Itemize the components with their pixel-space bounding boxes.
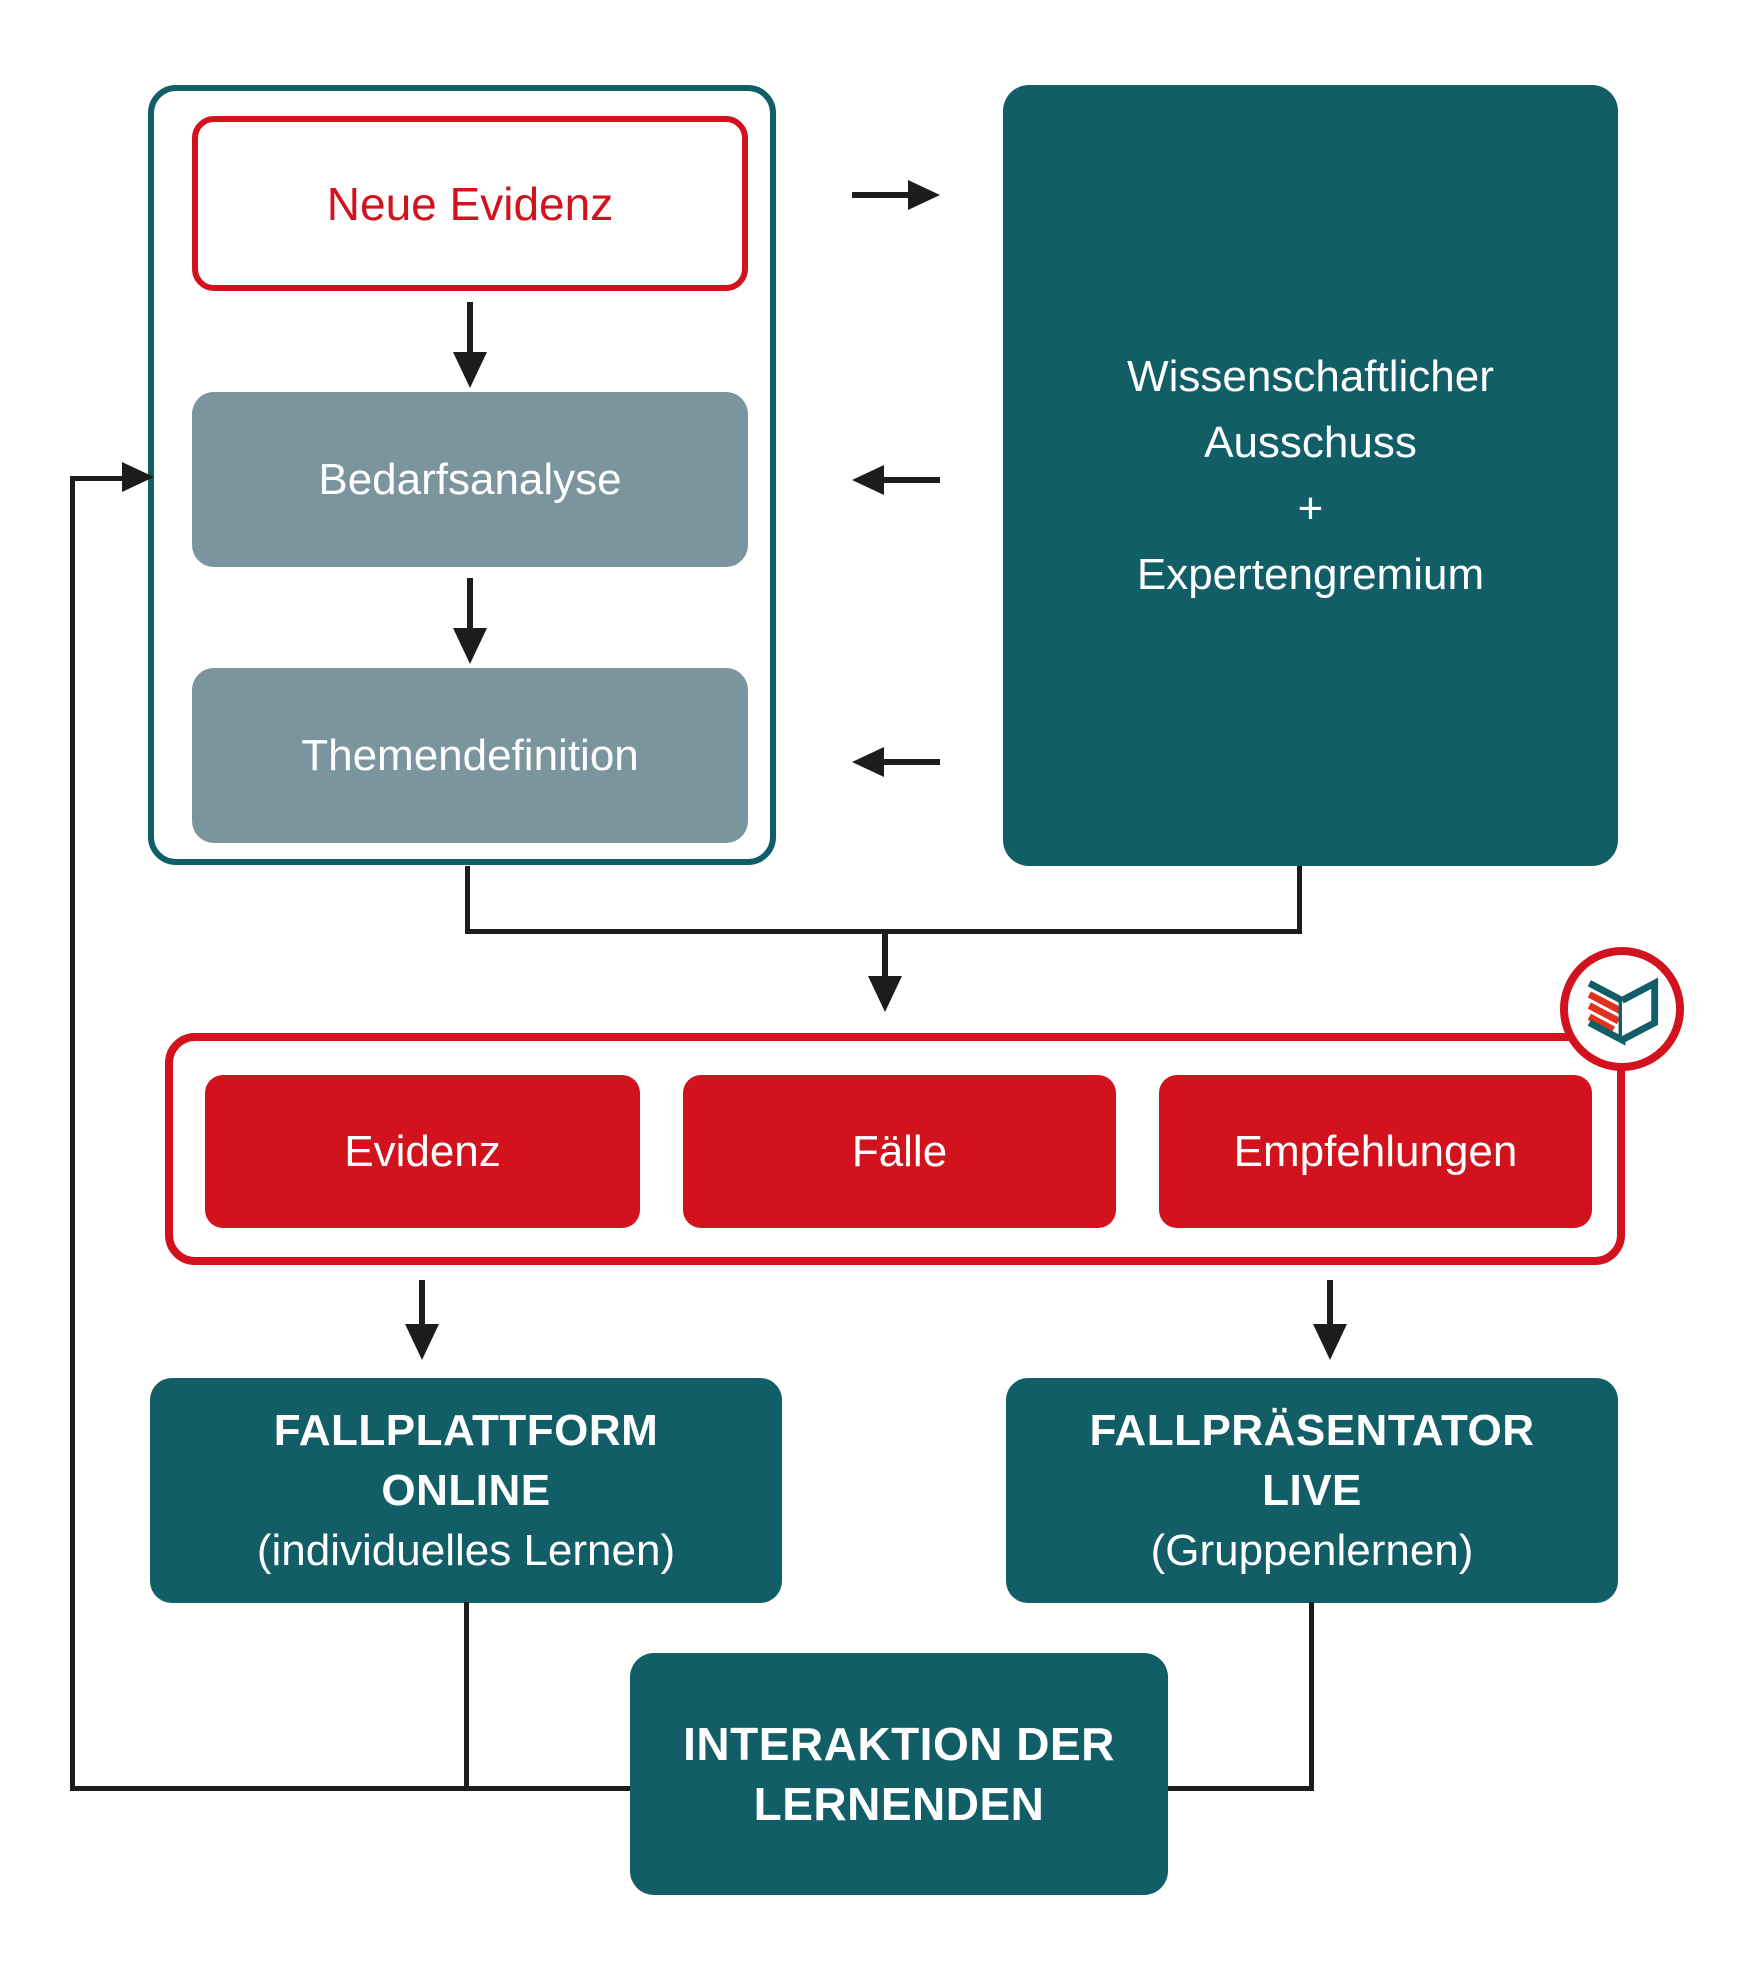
committee-line-1: Wissenschaftlicher	[1127, 351, 1494, 401]
node-fallplattform-online-label: FALLPLATTFORM ONLINE (individuelles Lern…	[257, 1401, 675, 1581]
node-interaktion: INTERAKTION DER LERNENDEN	[630, 1653, 1168, 1895]
line-interaction-left	[70, 1786, 632, 1791]
arrow-stage-to-committee-head	[908, 180, 940, 210]
arrow-merge-to-contentbar-stem	[882, 931, 888, 976]
line-feedback-horizontal	[70, 476, 124, 481]
line-praesentator-drop	[1309, 1602, 1314, 1791]
node-faelle: Fälle	[683, 1075, 1116, 1228]
arrow-empfehlungen-to-praesentator-head	[1313, 1324, 1347, 1360]
node-neue-evidenz-label: Neue Evidenz	[326, 177, 614, 230]
line-interaction-right	[1166, 1786, 1314, 1791]
fallplattform-line-2: ONLINE	[381, 1465, 551, 1515]
arrow-evidenz-to-bedarf-stem	[467, 302, 473, 352]
arrow-bedarf-to-themen-stem	[467, 578, 473, 628]
node-fallpraesentator-live-label: FALLPRÄSENTATOR LIVE (Gruppenlernen)	[1089, 1401, 1534, 1581]
fallpraesentator-subtitle: (Gruppenlernen)	[1150, 1525, 1474, 1575]
node-empfehlungen: Empfehlungen	[1159, 1075, 1592, 1228]
line-feedback-vertical	[70, 478, 75, 1791]
interaktion-line-2: LERNENDEN	[753, 1778, 1045, 1830]
node-evidenz-label: Evidenz	[344, 1126, 501, 1176]
arrow-merge-to-contentbar-head	[868, 976, 902, 1012]
arrow-committee-to-themen-head	[852, 747, 884, 777]
node-themendefinition-label: Themendefinition	[301, 730, 639, 780]
node-bedarfsanalyse-label: Bedarfsanalyse	[318, 454, 622, 504]
arrow-committee-to-bedarf-stem	[882, 477, 940, 483]
fallplattform-line-1: FALLPLATTFORM	[273, 1405, 659, 1455]
node-committee-label: Wissenschaftlicher Ausschuss + Experteng…	[1127, 344, 1494, 608]
open-book-logo-icon	[1560, 947, 1684, 1071]
arrow-feedback-head	[122, 462, 154, 492]
committee-line-4: Expertengremium	[1136, 549, 1485, 599]
interaktion-line-1: INTERAKTION DER	[683, 1718, 1115, 1770]
node-empfehlungen-label: Empfehlungen	[1233, 1126, 1518, 1176]
committee-line-3: +	[1297, 483, 1324, 533]
node-committee: Wissenschaftlicher Ausschuss + Experteng…	[1003, 85, 1618, 866]
arrow-stage-to-committee-stem	[852, 192, 912, 198]
node-evidenz: Evidenz	[205, 1075, 640, 1228]
line-stage-drop	[465, 866, 470, 931]
arrow-empfehlungen-to-praesentator-stem	[1327, 1280, 1333, 1324]
arrow-evidenz-to-bedarf-head	[453, 352, 487, 388]
node-fallpraesentator-live: FALLPRÄSENTATOR LIVE (Gruppenlernen)	[1006, 1378, 1618, 1603]
node-faelle-label: Fälle	[851, 1126, 948, 1176]
fallpraesentator-line-2: LIVE	[1262, 1465, 1362, 1515]
node-interaktion-label: INTERAKTION DER LERNENDEN	[683, 1714, 1115, 1834]
arrow-committee-to-bedarf-head	[852, 465, 884, 495]
line-committee-drop	[1297, 866, 1302, 931]
node-neue-evidenz: Neue Evidenz	[192, 116, 748, 291]
arrow-evidenz-to-plattform-stem	[419, 1280, 425, 1324]
arrow-bedarf-to-themen-head	[453, 628, 487, 664]
committee-line-2: Ausschuss	[1204, 417, 1417, 467]
node-bedarfsanalyse: Bedarfsanalyse	[192, 392, 748, 567]
fallplattform-subtitle: (individuelles Lernen)	[256, 1525, 676, 1575]
arrow-evidenz-to-plattform-head	[405, 1324, 439, 1360]
arrow-committee-to-themen-stem	[882, 759, 940, 765]
node-themendefinition: Themendefinition	[192, 668, 748, 843]
open-book-logo-glyph	[1587, 977, 1659, 1046]
fallpraesentator-line-1: FALLPRÄSENTATOR	[1089, 1405, 1535, 1455]
line-plattform-drop	[464, 1602, 469, 1791]
node-fallplattform-online: FALLPLATTFORM ONLINE (individuelles Lern…	[150, 1378, 782, 1603]
